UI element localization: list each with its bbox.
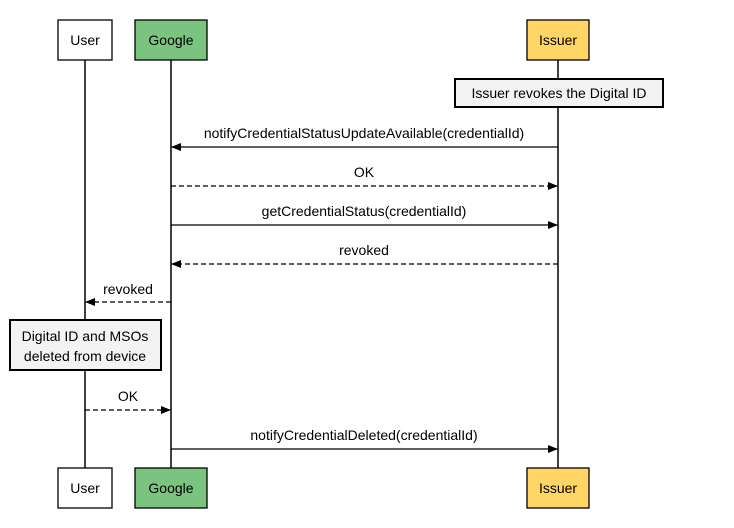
user-participant-top: User xyxy=(57,19,113,61)
message-1-label: notifyCredentialStatusUpdateAvailable(cr… xyxy=(204,125,524,141)
google-box-bottom xyxy=(134,467,208,509)
message-2-label: OK xyxy=(354,164,375,180)
user-label-top: User xyxy=(70,32,100,48)
google-box-top xyxy=(134,19,208,61)
note-deleted-from-device: Digital ID and MSOs deleted from device xyxy=(9,319,162,371)
issuer-participant-top: Issuer xyxy=(526,19,590,61)
google-participant-bottom: Google xyxy=(134,467,208,509)
message-2: OK xyxy=(171,164,558,190)
message-7: notifyCredentialDeleted(credentialId) xyxy=(171,427,558,453)
issuer-participant-bottom: Issuer xyxy=(526,467,590,509)
user-label-bottom: User xyxy=(70,480,100,496)
issuer-box-bottom xyxy=(526,467,590,509)
note-deleted-line1: Digital ID and MSOs xyxy=(22,328,149,344)
note-issuer-revokes-text: Issuer revokes the Digital ID xyxy=(471,85,646,101)
note-issuer-revokes-box xyxy=(454,78,664,108)
message-4: revoked xyxy=(171,242,558,268)
message-4-label: revoked xyxy=(339,242,389,258)
user-participant-bottom: User xyxy=(57,467,113,509)
note-deleted-box xyxy=(9,319,162,371)
google-label-top: Google xyxy=(148,32,193,48)
message-3: getCredentialStatus(credentialId) xyxy=(171,203,558,229)
message-5-label: revoked xyxy=(103,281,153,297)
issuer-label-bottom: Issuer xyxy=(539,480,577,496)
google-participant-top: Google xyxy=(134,19,208,61)
message-1: notifyCredentialStatusUpdateAvailable(cr… xyxy=(171,125,558,151)
note-issuer-revokes: Issuer revokes the Digital ID xyxy=(454,78,664,108)
issuer-label-top: Issuer xyxy=(539,32,577,48)
issuer-box-top xyxy=(526,19,590,61)
user-box-top xyxy=(57,19,113,61)
message-5: revoked xyxy=(85,281,171,306)
message-6: OK xyxy=(85,388,171,414)
user-box-bottom xyxy=(57,467,113,509)
message-3-label: getCredentialStatus(credentialId) xyxy=(262,203,467,219)
message-7-label: notifyCredentialDeleted(credentialId) xyxy=(250,427,477,443)
message-6-label: OK xyxy=(118,388,139,404)
google-label-bottom: Google xyxy=(148,480,193,496)
note-deleted-line2: deleted from device xyxy=(24,348,146,364)
